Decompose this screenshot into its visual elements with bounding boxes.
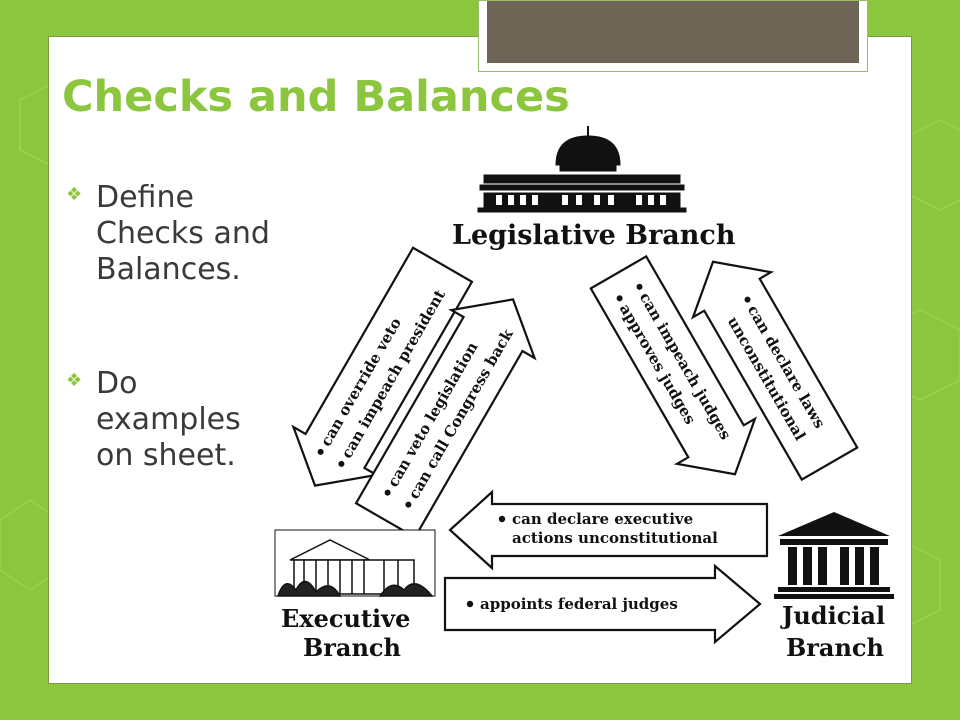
arrow-executive-to-legislative: can veto legislation can call Congress b… [354, 298, 537, 539]
executive-branch-label-line2: Branch [303, 633, 401, 662]
courthouse-icon [774, 512, 894, 599]
judicial-branch-label-line1: Judicial [780, 601, 885, 630]
arrow-text: actions unconstitutional [512, 529, 718, 547]
decorative-tab [478, 0, 868, 72]
arrow-executive-to-judicial: appoints federal judges [443, 563, 762, 645]
bullet-text: Do examples on sheet. [96, 366, 241, 473]
slide-title: Checks and Balances [62, 72, 570, 122]
decorative-tab-fill [487, 1, 859, 63]
diamond-bullet-icon: ❖ [66, 184, 83, 205]
diamond-bullet-icon: ❖ [66, 370, 83, 391]
legislative-branch-label: Legislative Branch [452, 220, 736, 251]
arrow-judicial-to-executive: can declare executive actions unconstitu… [448, 489, 769, 571]
executive-branch-label-line1: Executive [281, 604, 410, 633]
white-house-icon [274, 529, 436, 597]
arrow-text: appoints federal judges [480, 595, 678, 613]
arrow-text: can declare executive [512, 510, 693, 528]
bullet-text: Define Checks and Balances. [96, 180, 270, 287]
checks-balances-diagram: Legislative Branch can override veto can… [274, 126, 894, 662]
judicial-branch-label-line2: Branch [786, 633, 884, 662]
